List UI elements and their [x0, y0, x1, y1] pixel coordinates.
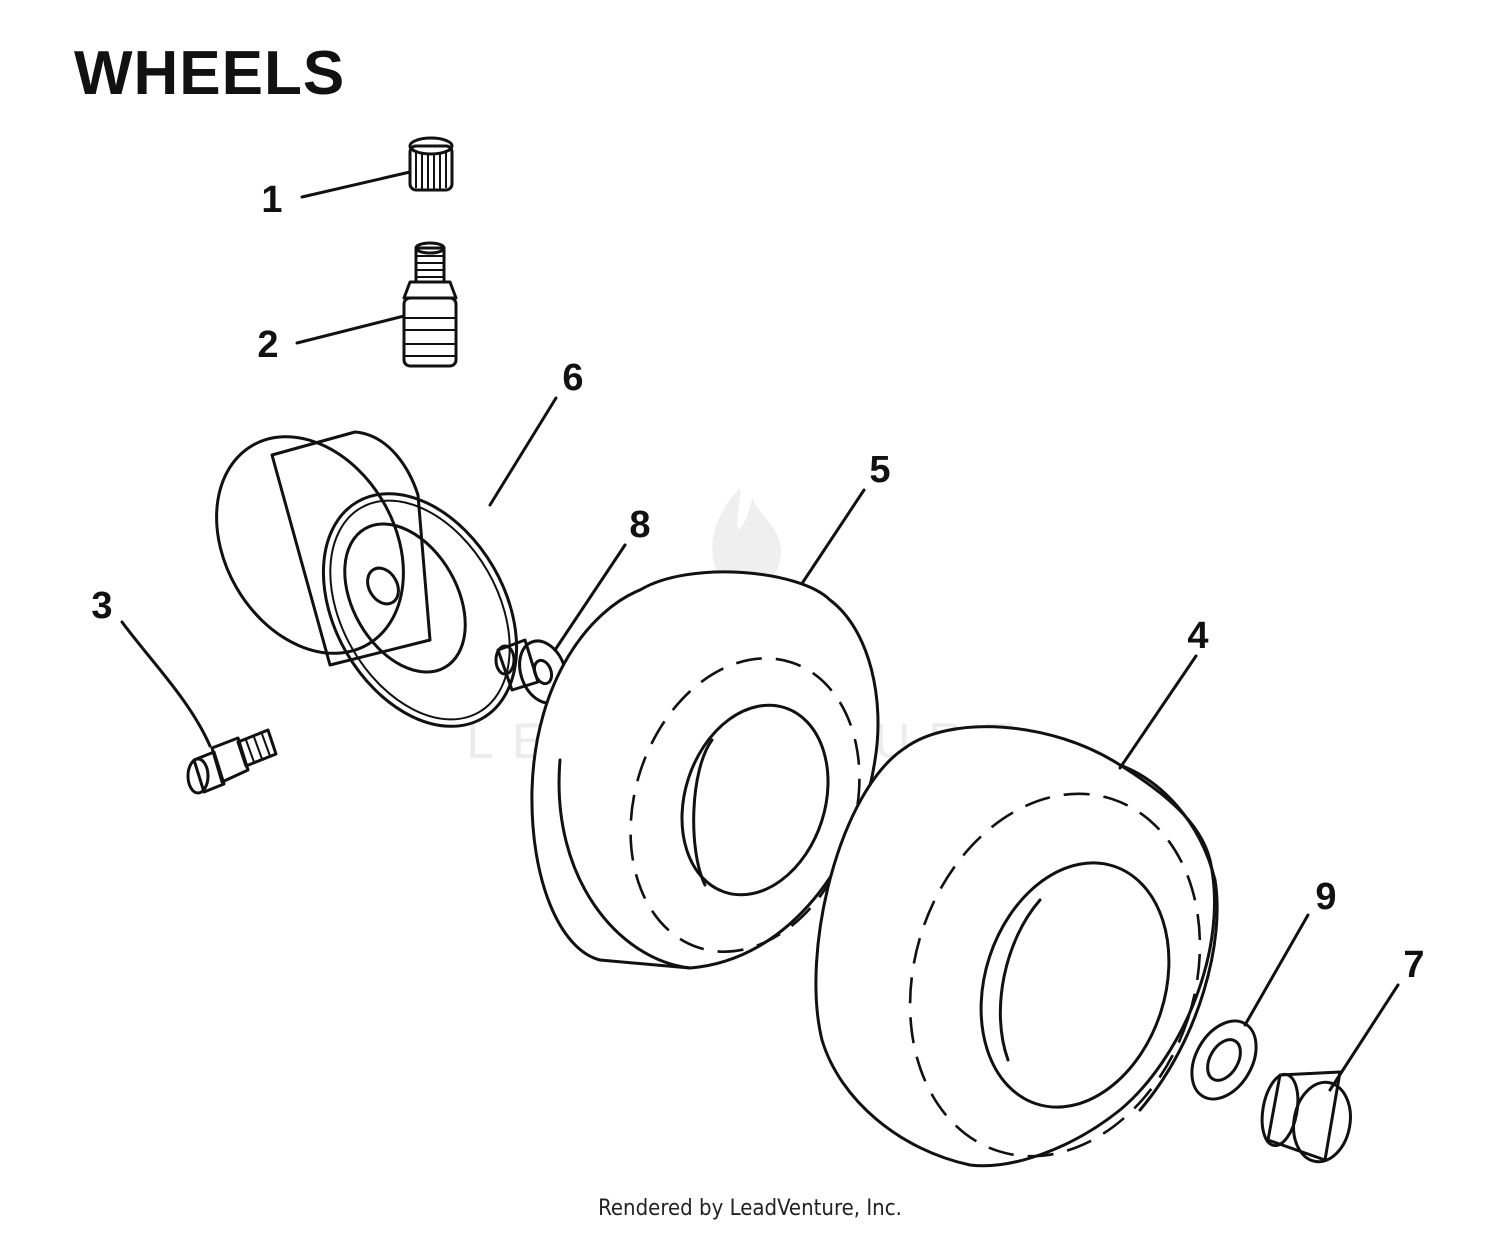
bushing-part	[1260, 1070, 1352, 1164]
tire-part	[530, 570, 880, 970]
rim-part	[215, 430, 519, 728]
tire-part	[814, 725, 1219, 1168]
leader-lines	[120, 170, 1400, 1092]
footer-credit: Rendered by LeadVenture, Inc.	[598, 1196, 902, 1221]
valve-stem-part	[402, 241, 458, 368]
callout-8: 8	[629, 504, 650, 546]
callout-1: 1	[261, 179, 282, 221]
page-title: WHEELS	[74, 39, 346, 108]
callout-6: 6	[562, 357, 583, 399]
callout-labels: 1 2 3 4 5 6 7 8 9	[91, 179, 1424, 986]
callout-3: 3	[91, 585, 112, 627]
valve-cap-part	[408, 136, 454, 192]
grease-fitting-part	[186, 728, 278, 795]
flame-logo-icon	[712, 488, 781, 591]
callout-7: 7	[1403, 944, 1424, 986]
callout-5: 5	[869, 449, 890, 491]
callout-4: 4	[1187, 615, 1208, 657]
callout-2: 2	[257, 324, 278, 366]
callout-9: 9	[1315, 876, 1336, 918]
